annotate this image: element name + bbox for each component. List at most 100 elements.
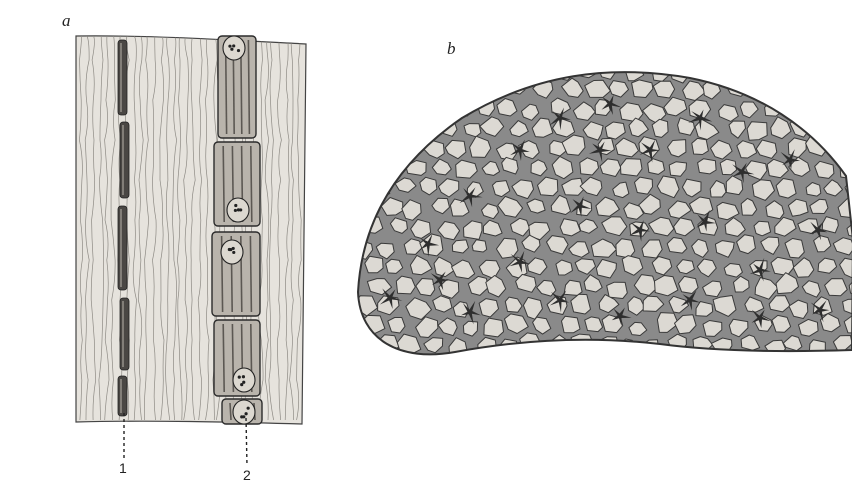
- cell: [607, 282, 628, 298]
- nucleolus: [247, 407, 250, 410]
- cell: [696, 302, 713, 317]
- rod-segment: [118, 376, 127, 416]
- nucleus: [221, 240, 243, 264]
- cell: [385, 101, 402, 118]
- cell: [791, 102, 809, 118]
- cell: [360, 200, 377, 218]
- cell: [405, 100, 424, 119]
- nucleolus: [232, 44, 235, 47]
- cell: [383, 157, 402, 175]
- panel-a-tissue-strip: [76, 36, 306, 424]
- cell: [454, 62, 473, 83]
- cell: [616, 239, 635, 258]
- cell: [365, 123, 386, 138]
- rod-segment: [120, 298, 129, 370]
- nucleolus: [242, 415, 245, 418]
- cell: [380, 142, 399, 159]
- cell: [389, 64, 405, 79]
- cell: [501, 339, 518, 355]
- cell: [461, 81, 479, 97]
- cell: [772, 84, 793, 100]
- cell: [562, 316, 581, 333]
- cell: [765, 62, 782, 75]
- cell: [359, 100, 379, 117]
- cell: [697, 61, 716, 81]
- cell: [834, 101, 852, 119]
- cell: [354, 142, 375, 160]
- rod-segment: [118, 206, 127, 290]
- nucleolus: [238, 376, 241, 379]
- rod-column-1: [118, 40, 129, 416]
- tube-fibril: [223, 146, 224, 222]
- cell: [482, 64, 501, 79]
- cell: [820, 77, 845, 96]
- tube-fibril: [223, 324, 224, 392]
- nucleus: [233, 400, 255, 424]
- cell: [355, 334, 376, 354]
- cell: [438, 82, 457, 97]
- cell: [716, 59, 735, 77]
- cell: [724, 264, 742, 278]
- cell: [754, 221, 771, 236]
- cell: [820, 125, 837, 140]
- cell: [844, 115, 852, 137]
- panel-a-label: a: [62, 12, 71, 29]
- cell: [635, 177, 653, 194]
- cell: [498, 59, 522, 78]
- panel-a: [76, 36, 306, 466]
- tube-fibril: [248, 40, 249, 134]
- cell: [361, 161, 385, 180]
- cell: [431, 103, 450, 118]
- cell: [357, 64, 377, 81]
- cell: [746, 59, 770, 79]
- cell: [818, 63, 835, 80]
- nucleolus: [228, 45, 231, 48]
- panel-b-label: b: [447, 40, 456, 57]
- nucleolus: [230, 48, 233, 51]
- cell: [527, 65, 547, 82]
- cell: [800, 79, 823, 99]
- rod-segment: [118, 40, 127, 115]
- cell: [772, 315, 791, 332]
- cell: [848, 81, 852, 96]
- cell: [822, 217, 838, 233]
- panel-b: [354, 56, 852, 357]
- cell: [484, 318, 504, 337]
- leader-line-2: [246, 418, 247, 466]
- cell: [571, 334, 594, 354]
- cell: [434, 62, 457, 81]
- nucleus: [233, 368, 255, 392]
- cell: [365, 256, 383, 273]
- nucleolus: [237, 49, 240, 52]
- tube-fibril: [250, 236, 251, 312]
- nucleolus: [234, 209, 237, 212]
- cell: [692, 138, 709, 154]
- cell: [839, 62, 852, 81]
- nucleolus: [232, 247, 235, 250]
- nucleolus: [242, 381, 245, 384]
- cell: [755, 85, 773, 99]
- leader-label-1: 1: [119, 461, 127, 475]
- cell: [416, 81, 437, 99]
- cell: [792, 56, 812, 76]
- leader-label-2: 2: [243, 468, 251, 482]
- cell: [410, 63, 427, 79]
- cell: [367, 81, 390, 101]
- tube-fibril: [230, 403, 231, 420]
- cell: [395, 83, 410, 100]
- cell: [809, 99, 827, 117]
- cell: [621, 159, 643, 176]
- nucleus: [223, 36, 245, 60]
- rod-segment: [120, 122, 129, 198]
- cell: [406, 161, 426, 176]
- cell: [397, 139, 417, 159]
- nucleolus: [245, 412, 248, 415]
- cell: [390, 122, 406, 135]
- cell: [720, 159, 736, 175]
- nucleolus: [239, 208, 242, 211]
- cell: [411, 123, 431, 139]
- cell: [809, 340, 825, 356]
- tube-fibril: [251, 146, 252, 222]
- nucleolus: [242, 375, 245, 378]
